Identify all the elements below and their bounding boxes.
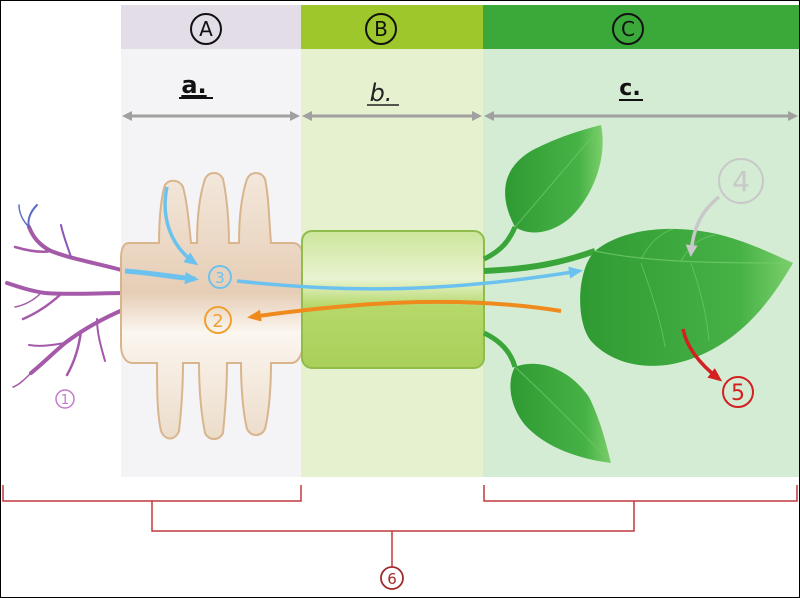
marker-2-text: 2 [212, 311, 223, 332]
marker-4-text: 4 [732, 165, 750, 198]
marker-5-text: 5 [731, 381, 745, 406]
marker-6-text: 6 [387, 570, 397, 588]
stem-tissue [301, 230, 485, 369]
zone-c-label: c. [619, 76, 640, 101]
zone-b-label: b. [370, 79, 393, 107]
zone-b-header [301, 5, 483, 49]
zone-c-letter-badge: C [612, 13, 644, 45]
arrow-marker-4 [685, 195, 721, 257]
marker-3: 3 [208, 265, 232, 289]
zone-c-header [483, 5, 799, 49]
flow-arrow-blue-entry [124, 268, 199, 285]
leaves [482, 125, 793, 463]
marker-5: 5 [722, 376, 754, 408]
zone-a-header [121, 5, 301, 49]
zone-b-letter: B [374, 17, 388, 41]
marker-6: 6 [380, 566, 404, 590]
bracket-left [2, 485, 302, 502]
petiole-bottom [482, 330, 518, 368]
flow-arrow-orange [247, 299, 562, 322]
petiole-top [482, 225, 518, 262]
zone-a-letter-badge: A [190, 13, 222, 45]
marker-1: 1 [55, 389, 75, 409]
leaf-bottom [510, 363, 611, 463]
bracket-right [483, 485, 798, 502]
zone-c-letter: C [621, 17, 635, 41]
root-tissue [120, 172, 304, 440]
marker-1-text: 1 [61, 393, 69, 408]
arrow-marker-5 [681, 328, 723, 382]
bracket-combined [151, 501, 635, 567]
zone-a-label: a. [181, 71, 206, 99]
zone-a-letter: A [199, 17, 213, 41]
leaf-top [505, 125, 603, 233]
flow-arrow-blue-drop [163, 186, 199, 266]
petiole-middle [483, 248, 596, 274]
marker-3-text: 3 [215, 269, 225, 287]
zone-b-letter-badge: B [365, 13, 397, 45]
flow-arrow-blue-main [236, 266, 583, 291]
marker-4: 4 [718, 158, 764, 204]
roots [5, 204, 127, 388]
marker-2: 2 [204, 306, 232, 334]
